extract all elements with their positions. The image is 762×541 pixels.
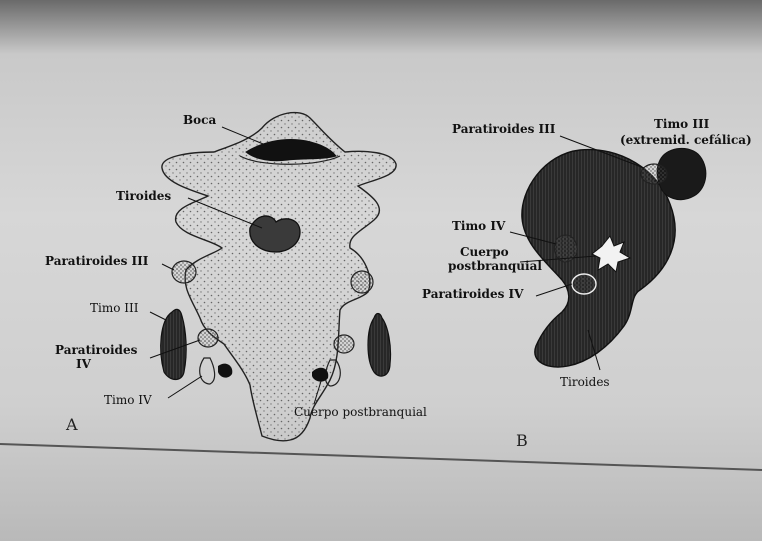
label-timo-iii-b-line2: (extremid. cefálica): [620, 133, 752, 147]
label-cuerpo-postbranquial-a: Cuerpo postbranquial: [294, 405, 427, 419]
label-cuerpo-b-line1: Cuerpo: [460, 245, 509, 259]
page-fold-line: [0, 444, 762, 470]
label-paratiroides-iv-b: Paratiroides IV: [422, 287, 524, 301]
timo-iii-left: [161, 309, 186, 379]
label-boca: Boca: [183, 113, 216, 127]
panel-letter-b: B: [516, 431, 528, 450]
paratiroides-iv-b: [572, 274, 596, 294]
label-paratiroides-iv-a-line1: Paratiroides: [55, 343, 138, 357]
cuerpo-postbranquial-left: [218, 364, 232, 378]
thyroid-a: [250, 216, 300, 252]
paratiroides-iii-b: [641, 164, 667, 184]
timo-iii-right: [368, 314, 391, 377]
label-paratiroides-iii-a: Paratiroides III: [45, 254, 149, 268]
panel-b: Timo III (extremid. cefálica) Paratiroid…: [422, 117, 752, 450]
label-tiroides-a: Tiroides: [116, 189, 171, 203]
label-timo-iii-a: Timo III: [90, 301, 139, 315]
panel-letter-a: A: [65, 415, 78, 434]
label-tiroides-b: Tiroides: [560, 375, 610, 389]
label-paratiroides-iii-b: Paratiroides III: [452, 122, 556, 136]
panel-a: Boca Tiroides Paratiroides III Timo III …: [45, 113, 427, 441]
paratiroides-iii-right: [351, 271, 373, 293]
label-timo-iii-b-line1: Timo III: [654, 117, 710, 131]
label-cuerpo-b-line2: postbranquial: [448, 259, 542, 273]
timo-iv-left: [200, 358, 215, 384]
label-timo-iv-b: Timo IV: [452, 219, 506, 233]
label-paratiroides-iv-a-line2: IV: [76, 357, 92, 371]
label-timo-iv-a: Timo IV: [104, 393, 152, 407]
paratiroides-iv-left: [198, 329, 218, 347]
paratiroides-iii-left: [172, 261, 196, 283]
paratiroides-iv-right: [334, 335, 354, 353]
